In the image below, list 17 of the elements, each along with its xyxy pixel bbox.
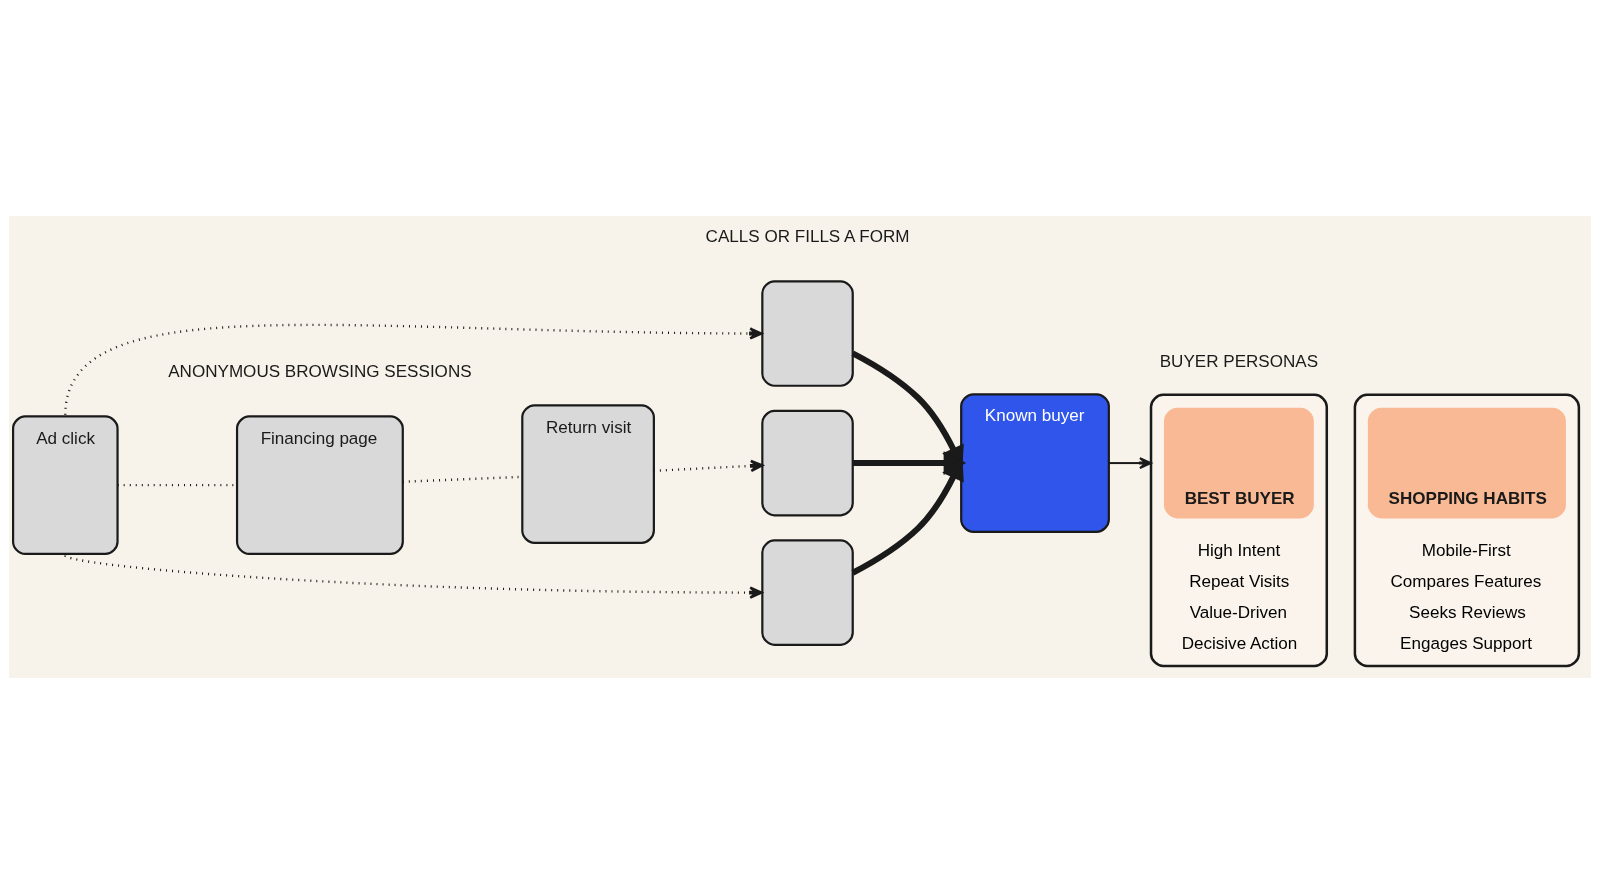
node-box: Ad click [12, 414, 119, 555]
node-box: BEST BUYER [1163, 407, 1314, 518]
label: BUYER PERSONAS [1159, 351, 1319, 371]
node-box: Known buyer [960, 392, 1110, 533]
node-box [761, 279, 854, 387]
node-box: Financing page [235, 414, 404, 555]
node-box [761, 538, 854, 646]
node-box: Return visit [521, 403, 655, 544]
arrow [64, 553, 763, 599]
label: CALLS OR FILLS A FORM [705, 226, 910, 246]
arrow [653, 459, 764, 472]
arrow [64, 323, 763, 415]
arrow [1108, 456, 1153, 469]
label: ANONYMOUS BROWSING SESSIONS [168, 361, 472, 381]
node-box: SHOPPING HABITS [1367, 407, 1566, 518]
node-box [761, 409, 854, 516]
arrow [851, 456, 964, 575]
